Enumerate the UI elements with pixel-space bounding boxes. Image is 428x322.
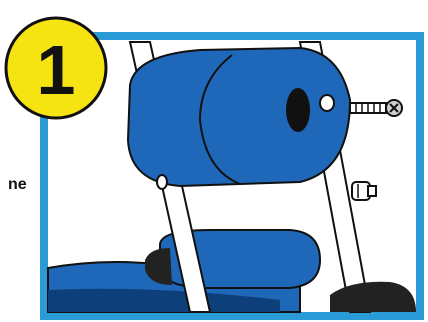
rail-hole xyxy=(320,95,334,111)
roller-pad xyxy=(128,48,350,186)
left-rail-hole xyxy=(157,175,167,189)
step-number-badge xyxy=(6,18,106,118)
side-caption-fragment: ne xyxy=(8,176,27,194)
screw-icon xyxy=(350,100,402,116)
roller-pad-hole xyxy=(286,88,310,132)
